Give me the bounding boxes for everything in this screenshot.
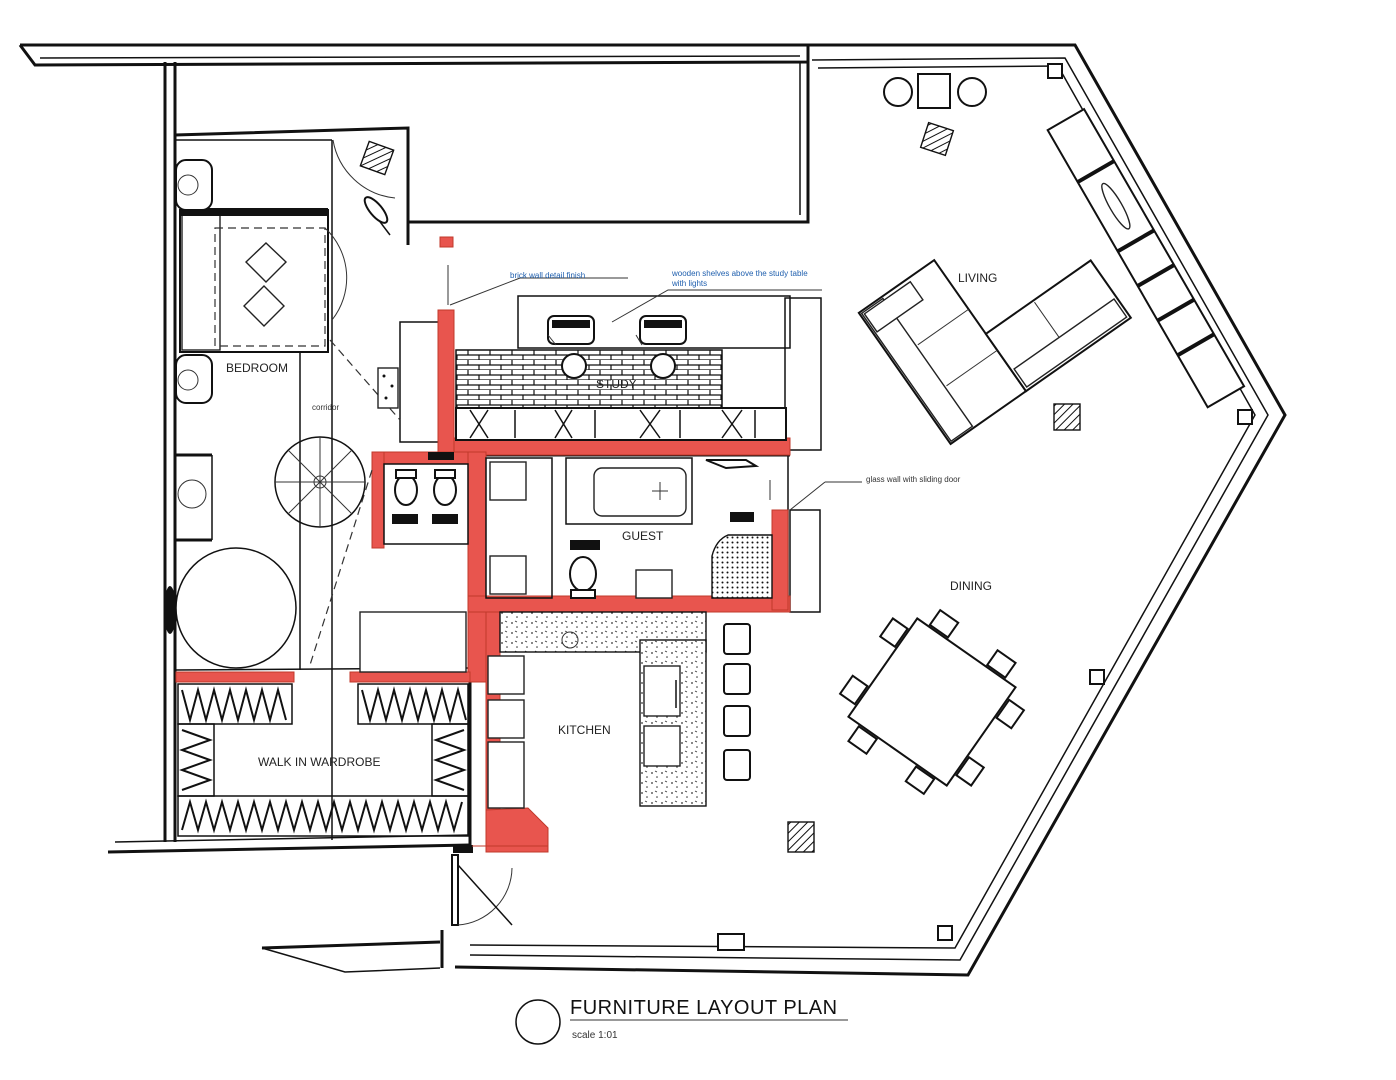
plan-title: FURNITURE LAYOUT PLAN [570, 997, 838, 1019]
annotation-notes: brick wall detail finish wooden shelves … [510, 269, 961, 484]
note-brick-wall: brick wall detail finish [510, 271, 585, 280]
note-glass-wall: glass wall with sliding door [866, 475, 961, 484]
corridor-wc [383, 452, 469, 545]
label-living: LIVING [958, 271, 997, 285]
label-kitchen: KITCHEN [558, 723, 611, 737]
label-guest: GUEST [622, 529, 664, 543]
note-shelves-2: with lights [671, 279, 707, 288]
label-walk-in-wardrobe: WALK IN WARDROBE [258, 755, 380, 769]
label-corridor: corridor [312, 403, 339, 412]
bedroom-furniture [164, 139, 467, 673]
dining-furniture [838, 608, 1026, 796]
study-furniture [447, 265, 822, 500]
room-labels: BEDROOM WALK IN WARDROBE KITCHEN LIVING … [226, 271, 997, 769]
living-furniture [717, 63, 1253, 951]
kitchen-furniture [487, 611, 815, 853]
label-bedroom: BEDROOM [226, 361, 288, 375]
title-block: FURNITURE LAYOUT PLAN scale 1:01 [515, 997, 848, 1045]
wardrobe-furniture [177, 683, 469, 837]
title-circle [515, 999, 561, 1045]
label-dining: DINING [950, 579, 992, 593]
guest-bath [485, 457, 773, 599]
label-study: STUDY [596, 377, 637, 391]
note-shelves-1: wooden shelves above the study table [671, 269, 808, 278]
plan-scale: scale 1:01 [572, 1030, 618, 1041]
